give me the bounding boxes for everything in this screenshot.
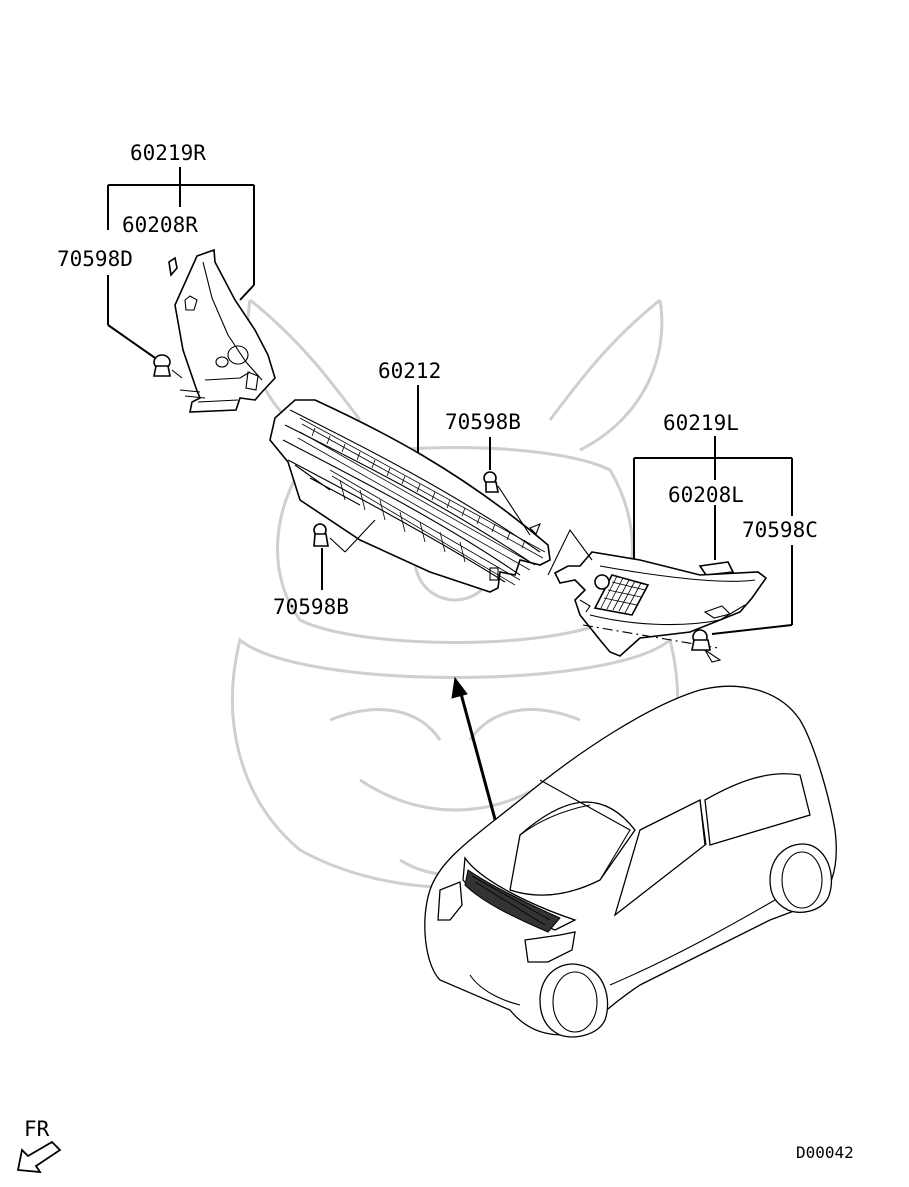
clip-70598D-part	[153, 354, 183, 379]
label-60208R: 60208R	[122, 213, 198, 237]
clip-70598B-top-part	[483, 437, 541, 536]
rear-wheel	[769, 843, 832, 913]
label-70598C: 70598C	[742, 518, 818, 542]
arrow-down-left-icon	[16, 1140, 62, 1174]
label-70598B-bottom: 70598B	[273, 595, 349, 619]
clip-70598B-bottom-part	[313, 519, 376, 590]
vehicle-outline	[424, 685, 837, 1038]
label-60219R: 60219R	[130, 141, 206, 165]
label-60208L: 60208L	[668, 483, 744, 507]
left-cowl-side-group	[547, 436, 793, 663]
cowl-top-mesh	[297, 417, 546, 586]
seal-60208L-part	[698, 561, 735, 576]
vehicle-cowl-highlight	[464, 869, 561, 933]
cowl-side-panel-right	[174, 248, 276, 413]
label-70598D: 70598D	[57, 247, 133, 271]
seal-60208R-part	[168, 256, 178, 277]
label-60219L: 60219L	[663, 411, 739, 435]
label-70598B-top: 70598B	[445, 410, 521, 434]
cowl-top-panel-60212	[269, 385, 551, 593]
right-cowl-side-group	[107, 167, 276, 413]
label-60212: 60212	[378, 359, 441, 383]
front-direction-label: FR	[24, 1117, 50, 1141]
cowl-side-panel-left	[547, 528, 768, 663]
diagram-code: D00042	[796, 1143, 854, 1162]
clip-70598C-part	[691, 629, 711, 651]
front-wheel	[539, 963, 609, 1038]
